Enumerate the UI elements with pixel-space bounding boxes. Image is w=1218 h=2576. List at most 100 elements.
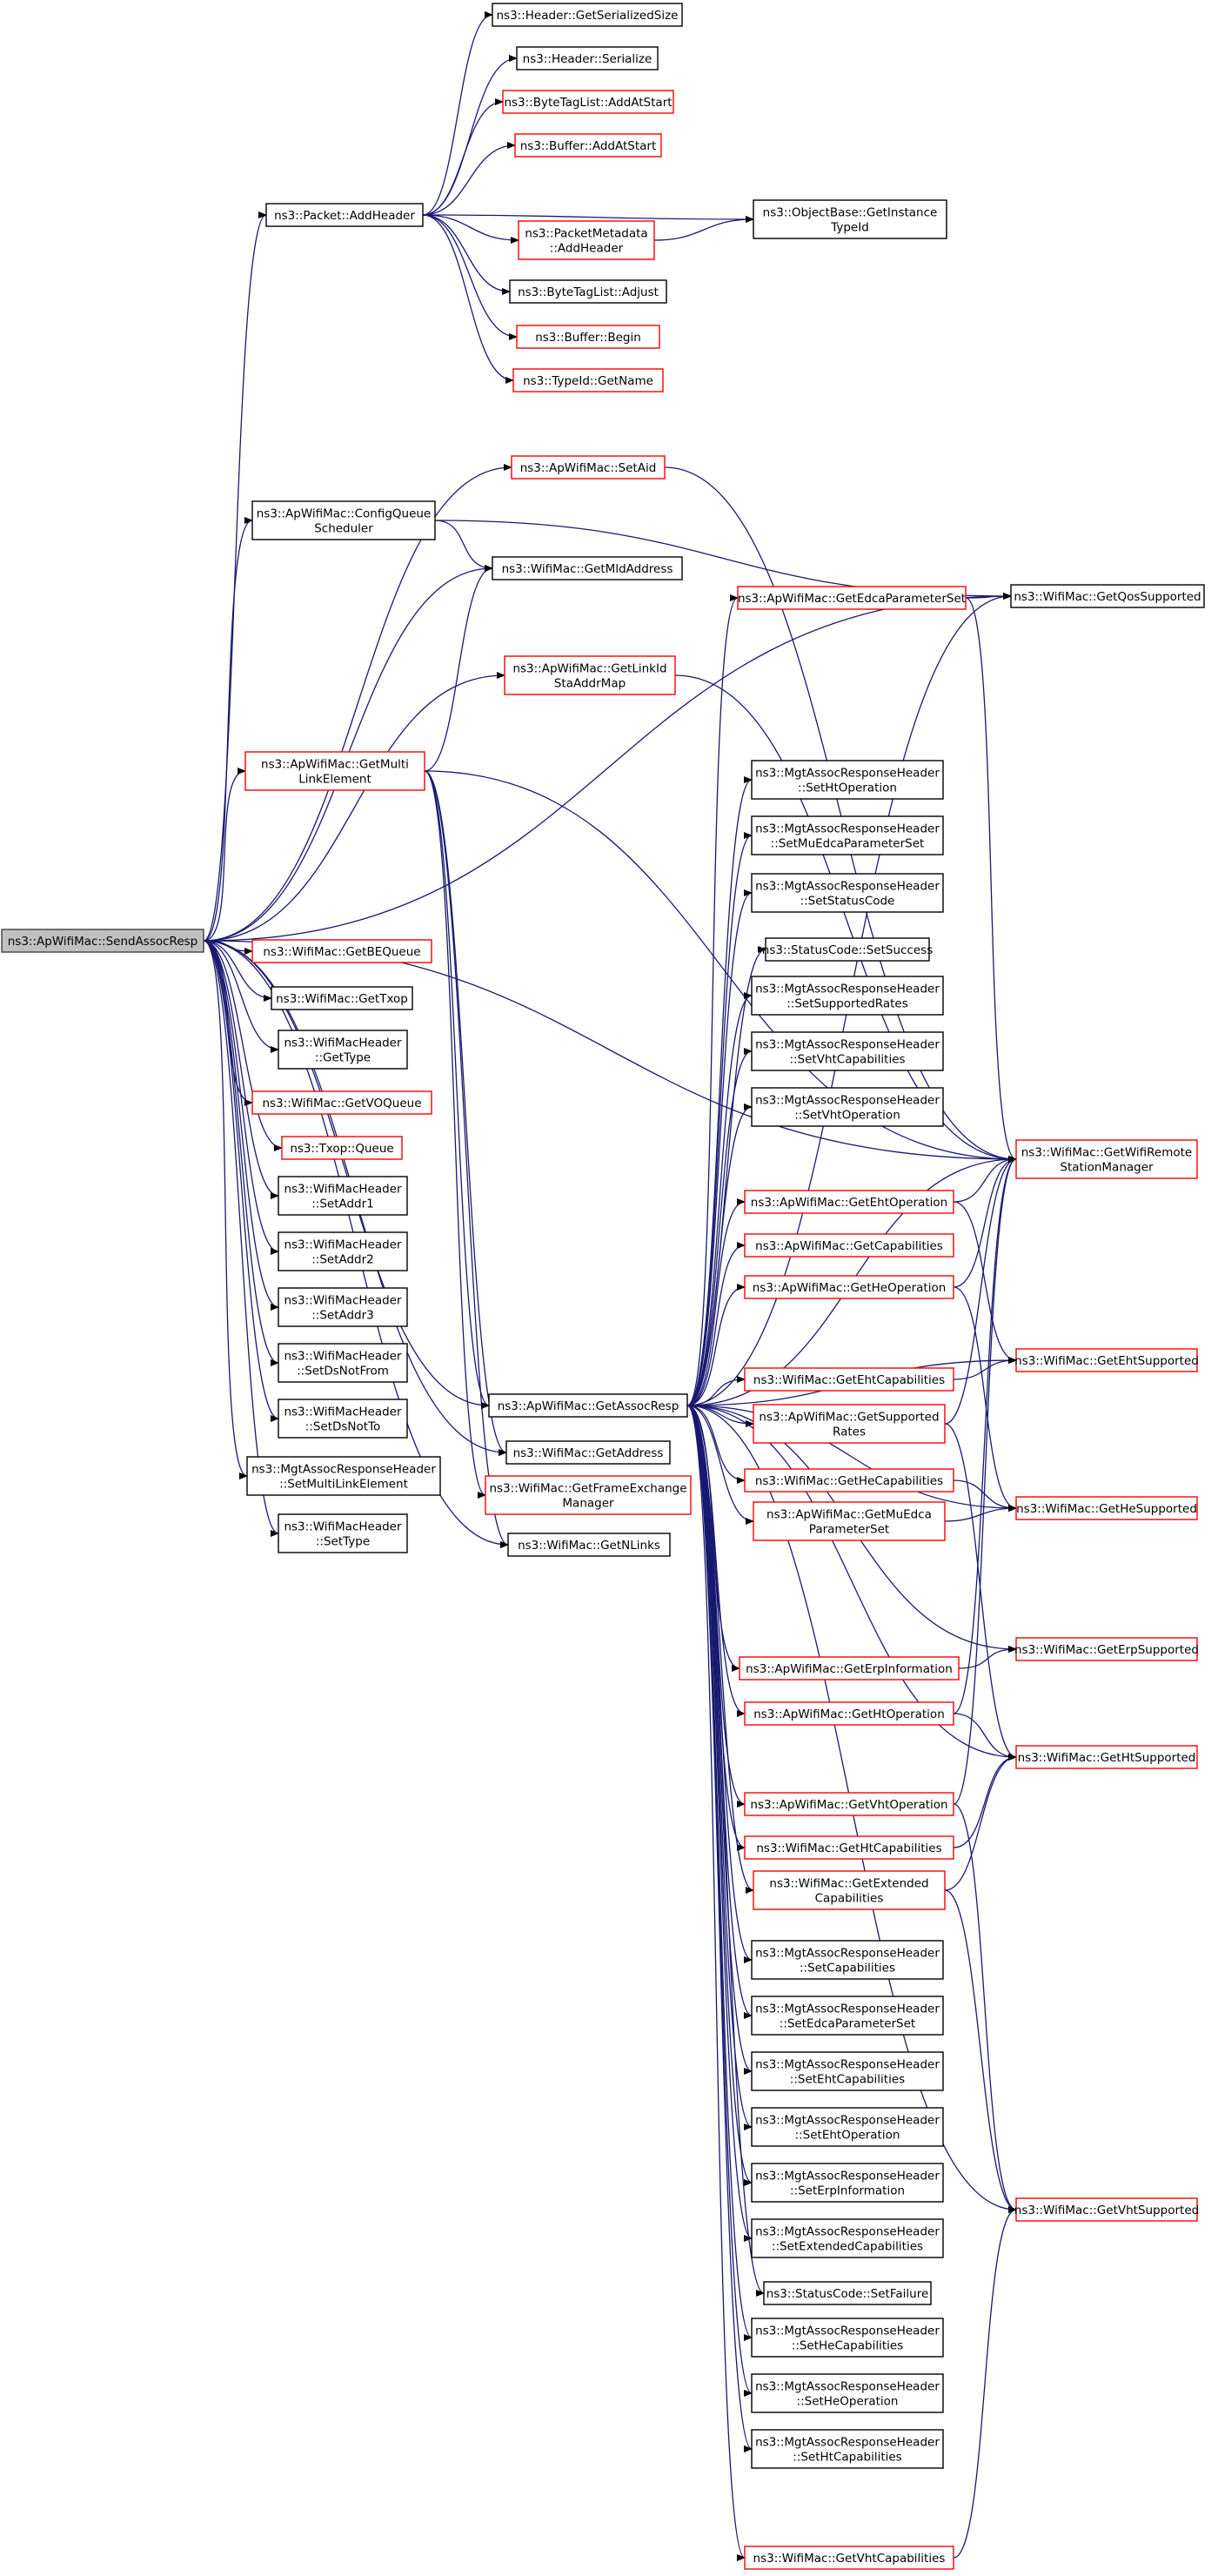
node-mgtassocresponseheader-seterpinformation[interactable]: ns3::MgtAssocResponseHeader::SetErpInfor… <box>751 2163 944 2203</box>
node-packetmetadata-addheader[interactable]: ns3::PacketMetadata::AddHeader <box>518 220 655 260</box>
node-apwifimac-getcapabilities[interactable]: ns3::ApWifiMac::GetCapabilities <box>744 1233 954 1258</box>
call-arrow <box>965 593 1012 600</box>
node-bytetaglist-adjust[interactable]: ns3::ByteTagList::Adjust <box>509 279 667 304</box>
call-edge-n1-n4 <box>422 98 504 216</box>
node-label: ::AddHeader <box>550 242 624 256</box>
node-buffer-begin[interactable]: ns3::Buffer::Begin <box>516 325 660 349</box>
node-box <box>1015 1348 1198 1372</box>
node-wifimacheader-setaddr2[interactable]: ns3::WifiMacHeader::SetAddr2 <box>278 1231 408 1271</box>
node-txop-queue[interactable]: ns3::Txop::Queue <box>281 1136 403 1160</box>
node-wifimacheader-setdsnotto[interactable]: ns3::WifiMacHeader::SetDsNotTo <box>278 1399 408 1439</box>
call-arrow <box>422 98 504 216</box>
node-wifimacheader-gettype[interactable]: ns3::WifiMacHeader::GetType <box>278 1030 408 1070</box>
call-edge-n17-n25 <box>424 770 1017 1163</box>
node-typeid-getname[interactable]: ns3::TypeId::GetName <box>512 368 664 392</box>
node-mgtassocresponseheader-sethtoperation[interactable]: ns3::MgtAssocResponseHeader::SetHtOperat… <box>751 760 944 800</box>
node-wifimac-gethtsupported[interactable]: ns3::WifiMac::GetHtSupported <box>1015 1745 1198 1769</box>
node-wifimac-getaddress[interactable]: ns3::WifiMac::GetAddress <box>505 1440 671 1465</box>
node-mgtassocresponseheader-setmuedcaparameterset[interactable]: ns3::MgtAssocResponseHeader::SetMuEdcaPa… <box>751 815 944 855</box>
node-label: ns3::WifiMac::GetVhtSupported <box>1014 2204 1199 2217</box>
node-mgtassocresponseheader-setsupportedrates[interactable]: ns3::MgtAssocResponseHeader::SetSupporte… <box>751 976 944 1016</box>
node-wifimac-getnlinks[interactable]: ns3::WifiMac::GetNLinks <box>507 1533 671 1557</box>
call-arrow <box>686 1405 754 1894</box>
node-wifimac-gettxop[interactable]: ns3::WifiMac::GetTxop <box>271 986 413 1010</box>
node-bytetaglist-addatstart[interactable]: ns3::ByteTagList::AddAtStart <box>502 90 674 114</box>
node-wifimac-gethtcapabilities[interactable]: ns3::WifiMac::GetHtCapabilities <box>744 1835 954 1860</box>
node-label: ns3::WifiMac::GetWifiRemote <box>1021 1146 1192 1160</box>
node-apwifimac-getvhtoperation[interactable]: ns3::ApWifiMac::GetVhtOperation <box>744 1792 954 1816</box>
call-arrow <box>686 1405 753 2130</box>
node-box <box>502 90 674 114</box>
node-wifimac-getvhtcapabilities[interactable]: ns3::WifiMac::GetVhtCapabilities <box>744 2546 954 2570</box>
node-label: Rates <box>833 1426 866 1439</box>
node-mgtassocresponseheader-setmultilinkelement[interactable]: ns3::MgtAssocResponseHeader::SetMultiLin… <box>246 1456 441 1496</box>
node-statuscode-setsuccess[interactable]: ns3::StatusCode::SetSuccess <box>762 937 933 962</box>
call-edge-n38-n57 <box>686 1405 1017 1761</box>
call-edge-n17-n40 <box>424 770 486 1499</box>
call-arrow <box>686 594 739 1406</box>
call-edge-n38-n64 <box>686 1405 765 2297</box>
node-apwifimac-getheoperation[interactable]: ns3::ApWifiMac::GetHeOperation <box>744 1275 954 1299</box>
node-wifimacheader-setaddr1[interactable]: ns3::WifiMacHeader::SetAddr1 <box>278 1176 408 1216</box>
node-wifimac-getwifiremotestationmanager[interactable]: ns3::WifiMac::GetWifiRemoteStationManage… <box>1015 1139 1198 1179</box>
node-packet-addheader[interactable]: ns3::Packet::AddHeader <box>265 203 424 227</box>
node-mgtassocresponseheader-setextendedcapabilities[interactable]: ns3::MgtAssocResponseHeader::SetExtended… <box>751 2218 944 2258</box>
node-mgtassocresponseheader-setehtoperation[interactable]: ns3::MgtAssocResponseHeader::SetEhtOpera… <box>751 2107 944 2147</box>
node-wifimac-getbequeue[interactable]: ns3::WifiMac::GetBEQueue <box>251 939 432 963</box>
node-mgtassocresponseheader-sethecapabilities[interactable]: ns3::MgtAssocResponseHeader::SetHeCapabi… <box>751 2318 944 2358</box>
call-arrow <box>953 1754 1017 1848</box>
node-mgtassocresponseheader-sethtcapabilities[interactable]: ns3::MgtAssocResponseHeader::SetHtCapabi… <box>751 2429 944 2469</box>
node-box <box>278 1030 408 1070</box>
call-edge-n38-n19 <box>686 832 753 1406</box>
node-wifimac-getehtsupported[interactable]: ns3::WifiMac::GetEhtSupported <box>1014 1348 1199 1372</box>
node-wifimac-getvhtsupported[interactable]: ns3::WifiMac::GetVhtSupported <box>1014 2197 1199 2222</box>
call-edge-n53-n68 <box>953 1803 1017 2213</box>
node-wifimacheader-setaddr3[interactable]: ns3::WifiMacHeader::SetAddr3 <box>278 1287 408 1327</box>
node-wifimac-geterpsupported[interactable]: ns3::WifiMac::GetErpSupported <box>1014 1637 1199 1661</box>
node-mgtassocresponseheader-setvhtcapabilities[interactable]: ns3::MgtAssocResponseHeader::SetVhtCapab… <box>751 1031 944 1071</box>
call-edge-n11-n25 <box>664 466 1017 1163</box>
node-apwifimac-geterpinformation[interactable]: ns3::ApWifiMac::GetErpInformation <box>739 1656 960 1680</box>
node-box <box>1015 1496 1198 1520</box>
call-edge-n38-n18 <box>686 776 753 1406</box>
node-wifimac-getqossupported[interactable]: ns3::WifiMac::GetQosSupported <box>1010 584 1205 608</box>
node-mgtassocresponseheader-setehtcapabilities[interactable]: ns3::MgtAssocResponseHeader::SetEhtCapab… <box>751 2051 944 2091</box>
node-box <box>744 1835 954 1860</box>
call-edge-n38-n23 <box>686 1048 753 1406</box>
node-wifimac-getvoqueue[interactable]: ns3::WifiMac::GetVOQueue <box>251 1090 432 1115</box>
node-apwifimac-getedcaparameterset[interactable]: ns3::ApWifiMac::GetEdcaParameterSet <box>737 586 967 610</box>
node-wifimac-getehtcapabilities[interactable]: ns3::WifiMac::GetEhtCapabilities <box>744 1367 954 1392</box>
node-apwifimac-getehtoperation[interactable]: ns3::ApWifiMac::GetEhtOperation <box>744 1190 954 1214</box>
node-header-getserializedsize[interactable]: ns3::Header::GetSerializedSize <box>492 3 683 27</box>
node-wifimac-gethecapabilities[interactable]: ns3::WifiMac::GetHeCapabilities <box>744 1468 954 1493</box>
node-wifimacheader-settype[interactable]: ns3::WifiMacHeader::SetType <box>278 1513 408 1553</box>
node-mgtassocresponseheader-setcapabilities[interactable]: ns3::MgtAssocResponseHeader::SetCapabili… <box>751 1940 944 1980</box>
node-mgtassocresponseheader-setstatuscode[interactable]: ns3::MgtAssocResponseHeader::SetStatusCo… <box>751 873 944 913</box>
node-box <box>278 1343 408 1383</box>
call-edge-n38-n66 <box>686 1405 753 2397</box>
node-header-serialize[interactable]: ns3::Header::Serialize <box>516 46 659 70</box>
call-edge-n38-n47 <box>686 1405 746 1484</box>
node-wifimacheader-setdsnotfrom[interactable]: ns3::WifiMacHeader::SetDsNotFrom <box>278 1343 408 1383</box>
node-apwifimac-gethtoperation[interactable]: ns3::ApWifiMac::GetHtOperation <box>744 1701 954 1726</box>
node-statuscode-setfailure[interactable]: ns3::StatusCode::SetFailure <box>763 2281 932 2305</box>
call-edge-n38-n21 <box>686 946 766 1406</box>
node-label: ns3::WifiMac::GetNLinks <box>518 1539 660 1553</box>
node-mgtassocresponseheader-setvhtoperation[interactable]: ns3::MgtAssocResponseHeader::SetVhtOpera… <box>751 1087 944 1127</box>
node-apwifimac-setaid[interactable]: ns3::ApWifiMac::SetAid <box>511 455 666 480</box>
node-box <box>492 556 683 580</box>
node-wifimac-gethesupported[interactable]: ns3::WifiMac::GetHeSupported <box>1015 1496 1198 1520</box>
node-mgtassocresponseheader-setheoperation[interactable]: ns3::MgtAssocResponseHeader::SetHeOperat… <box>751 2373 944 2413</box>
node-wifimac-getmldaddress[interactable]: ns3::WifiMac::GetMldAddress <box>492 556 683 580</box>
node-apwifimac-getassocresp[interactable]: ns3::ApWifiMac::GetAssocResp <box>488 1393 688 1418</box>
node-buffer-addatstart[interactable]: ns3::Buffer::AddAtStart <box>514 133 662 158</box>
node-mgtassocresponseheader-setedcaparameterset[interactable]: ns3::MgtAssocResponseHeader::SetEdcaPara… <box>751 1996 944 2036</box>
